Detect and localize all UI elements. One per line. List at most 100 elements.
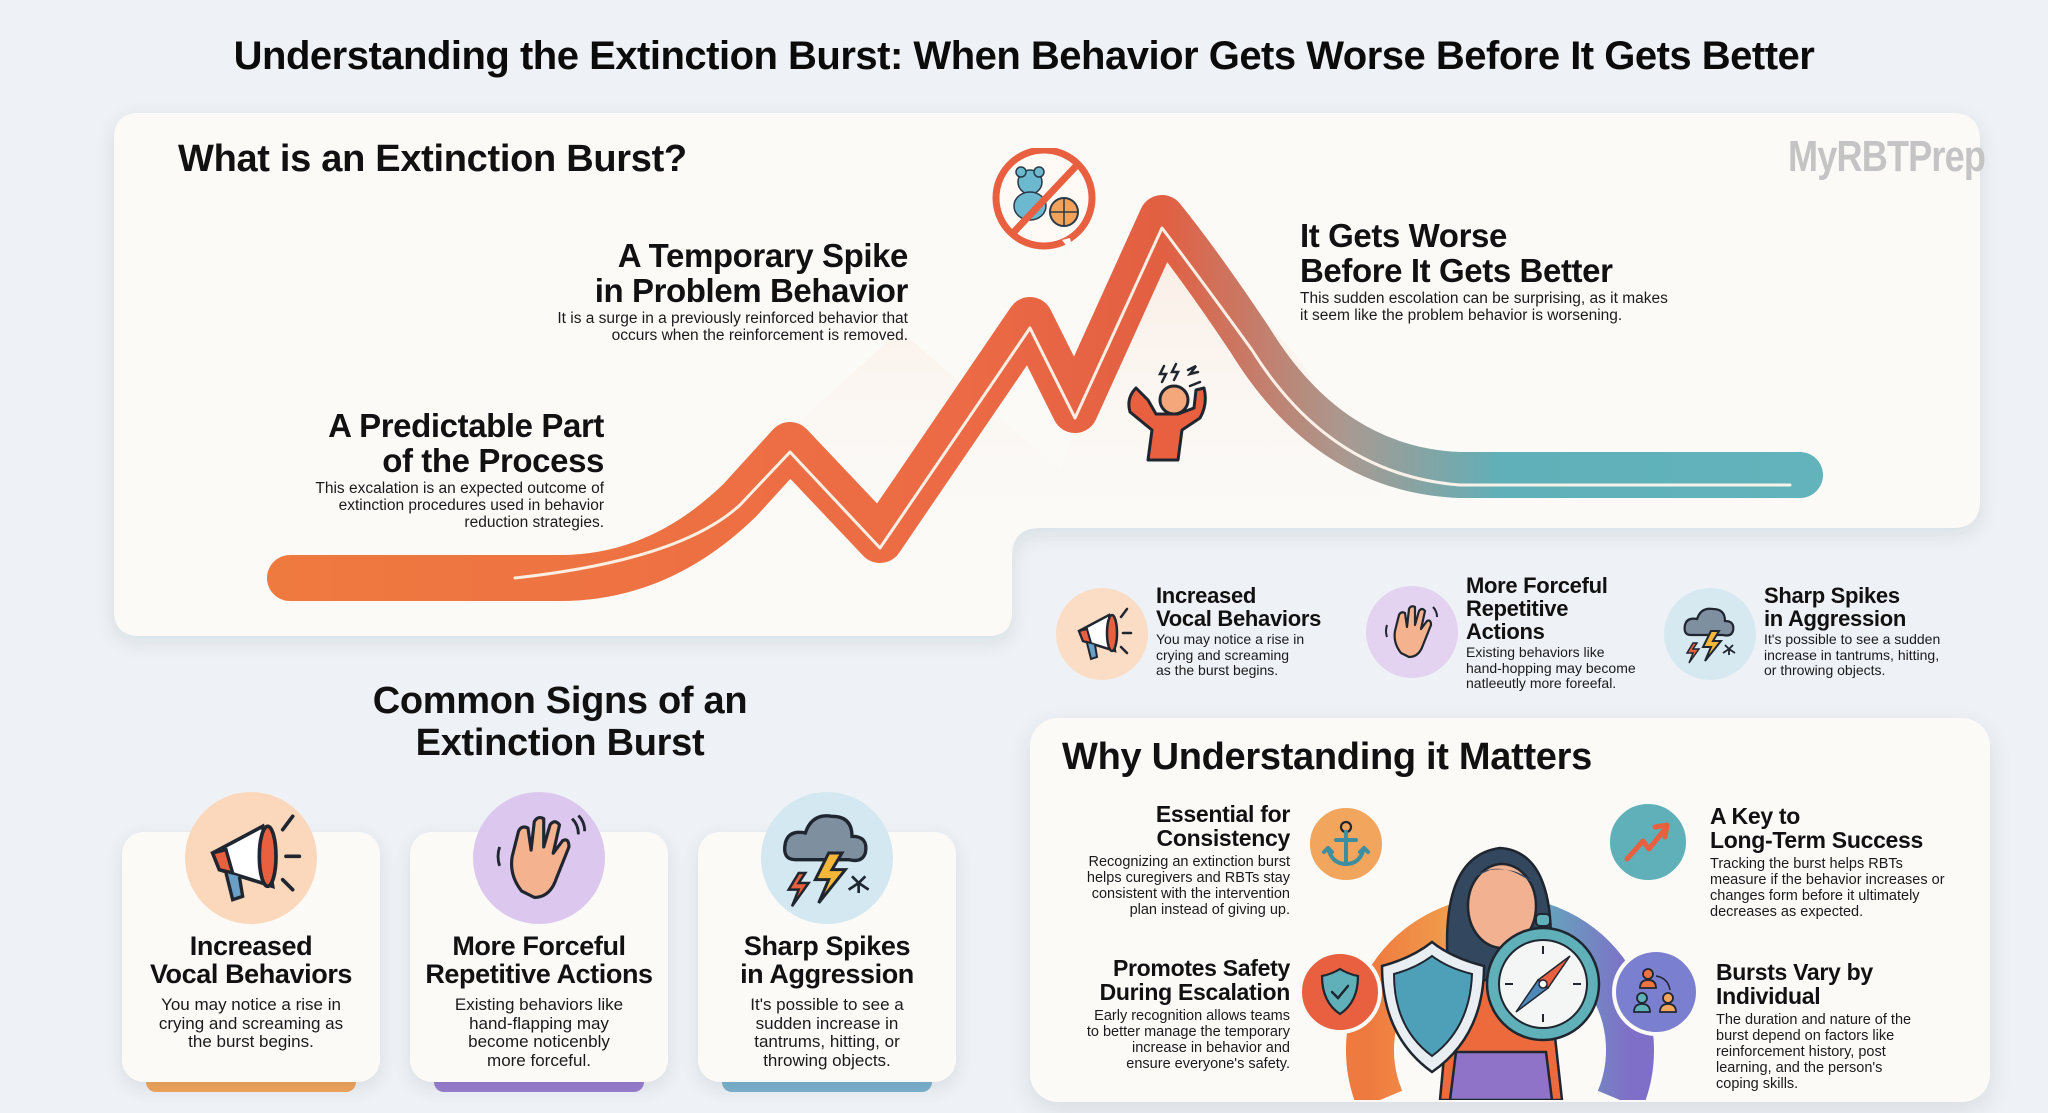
why-item-text: decreases as expected. — [1710, 904, 1864, 920]
point-title: A Temporary Spike — [617, 237, 909, 274]
common-signs-heading: Common Signs of an Extinction Burst — [300, 680, 820, 764]
sign-card-text-line: the burst begins. — [188, 1032, 314, 1051]
mini-sign-title: in Aggression — [1764, 606, 1906, 631]
why-item-title: Essential for — [1155, 801, 1290, 827]
burst-curve — [267, 195, 1823, 601]
mini-sign-title: More Forceful — [1466, 573, 1608, 598]
anchor-icon — [1306, 804, 1386, 884]
megaphone-icon — [1056, 588, 1148, 680]
sign-card-title: Increased Vocal Behaviors — [122, 932, 380, 988]
sign-card-text-line: You may notice a rise in — [161, 995, 341, 1014]
why-item-text: consistent with the intervention — [1091, 886, 1290, 902]
storm-cloud-icon — [761, 792, 893, 924]
no-toys-icon — [992, 148, 1096, 256]
why-item-text: burst depend on factors like — [1716, 1028, 1895, 1044]
why-item-text: reinforcement history, post — [1716, 1044, 1886, 1060]
waving-hand-icon — [1366, 586, 1458, 678]
mini-sign-vocal: Increased Vocal Behaviors You may notice… — [1156, 584, 1356, 679]
sign-card-text: You may notice a rise in crying and scre… — [122, 995, 380, 1052]
sign-card-text-line: crying and screaming as — [158, 1013, 344, 1033]
mini-sign-title: Repetitive — [1466, 596, 1569, 621]
sign-card-text-line: Existing behaviors like — [454, 995, 624, 1014]
page-title: Understanding the Extinction Burst: When… — [233, 34, 1815, 78]
mini-sign-title: Sharp Spikes — [1764, 583, 1900, 608]
mini-sign-title: Vocal Behaviors — [1156, 606, 1322, 631]
point-title: in Problem Behavior — [594, 272, 909, 309]
why-item-text: helps curegivers and RBTs stay — [1086, 870, 1290, 886]
point-text: This excalation is an expected outcome o… — [315, 480, 604, 497]
why-item-text: plan instead of giving up. — [1129, 902, 1290, 918]
why-item-text: measure if the behavior increases or — [1710, 872, 1945, 888]
mini-sign-text: You may notice a rise in — [1156, 631, 1305, 647]
point-text: It is a surge in a previously reinforced… — [557, 310, 908, 327]
why-item-individual: Bursts Vary by Individual The duration a… — [1716, 960, 1976, 1092]
mini-sign-forceful: More Forceful Repetitive Actions Existin… — [1466, 574, 1676, 692]
why-item-text: changes form before it ultimately — [1710, 888, 1920, 904]
why-item-text: learning, and the person's — [1716, 1060, 1883, 1076]
why-item-long-term: A Key to Long-Term Success Tracking the … — [1710, 804, 1980, 920]
mini-sign-title: Increased — [1156, 583, 1257, 608]
mini-sign-text: Existing behaviors like — [1466, 644, 1605, 660]
what-is-heading: What is an Extinction Burst? — [178, 138, 687, 180]
why-item-title: A Key to — [1710, 803, 1801, 829]
sign-card-text-line: tantrums, hitting, or — [754, 1032, 900, 1051]
top-card — [114, 113, 1980, 636]
mini-sign-title: Actions — [1466, 619, 1545, 644]
trend-arrow-icon — [1606, 800, 1690, 884]
point-worse-before-better: It Gets Worse Before It Gets Better This… — [1300, 218, 1780, 324]
point-title: A Predictable Part — [328, 407, 604, 444]
card-accent-bar — [434, 1080, 644, 1092]
watermark-logo: MyRBTPrep — [1788, 132, 1986, 181]
sign-card-text-line: more forceful. — [487, 1050, 591, 1070]
why-item-title: Consistency — [1156, 825, 1291, 851]
why-item-text: coping skills. — [1716, 1076, 1799, 1092]
why-matters-heading: Why Understanding it Matters — [1062, 736, 1592, 778]
why-item-consistency: Essential for Consistency Recognizing an… — [1050, 802, 1290, 918]
mini-sign-aggression: Sharp Spikes in Aggression It's possible… — [1764, 584, 1994, 679]
point-temporary-spike: A Temporary Spike in Problem Behavior It… — [470, 238, 908, 344]
point-text: reduction strategies. — [464, 514, 604, 531]
why-item-title: During Escalation — [1099, 979, 1291, 1005]
mini-sign-text: It's possible to see a sudden — [1764, 631, 1941, 647]
mini-sign-text: or throwing objects. — [1764, 662, 1886, 678]
card-accent-bar — [722, 1080, 932, 1092]
point-predictable: A Predictable Part of the Process This e… — [220, 408, 604, 531]
sign-card-title-line: Vocal Behaviors — [149, 959, 353, 989]
why-item-text: Recognizing an extinction burst — [1088, 854, 1290, 870]
sign-card-title: More Forceful Repetitive Actions — [410, 932, 668, 988]
why-item-title: Individual — [1716, 983, 1821, 1009]
mini-sign-text: hand-hopping may become — [1466, 659, 1636, 676]
mini-sign-text: natleeutly more foreefal. — [1466, 675, 1617, 691]
mini-sign-text: as the burst begins. — [1156, 662, 1279, 678]
why-item-safety: Promotes Safety During Escalation Early … — [1040, 956, 1290, 1072]
why-item-text: Tracking the burst helps RBTs — [1710, 856, 1903, 872]
sign-card-title-line: Increased — [189, 931, 313, 961]
point-title: It Gets Worse — [1300, 217, 1507, 254]
shield-check-icon — [1298, 950, 1382, 1034]
common-signs-heading-line: Common Signs of an — [372, 680, 748, 722]
frustrated-person-icon — [1127, 362, 1207, 462]
sign-card-title-line: More Forceful — [452, 931, 626, 961]
point-title: of the Process — [382, 442, 604, 479]
mini-sign-text: increase in tantrums, hitting, — [1764, 646, 1940, 663]
sign-card-title: Sharp Spikes in Aggression — [698, 932, 956, 988]
why-item-text: Early recognition allows teams — [1094, 1008, 1290, 1024]
megaphone-icon — [185, 792, 317, 924]
why-item-text: The duration and nature of the — [1716, 1012, 1912, 1028]
why-item-title: Promotes Safety — [1112, 955, 1290, 981]
point-text: extinction procedures used in behavior — [338, 497, 604, 514]
why-item-title: Long-Term Success — [1710, 827, 1924, 853]
mini-signs-row: Increased Vocal Behaviors You may notice… — [1052, 574, 1994, 702]
sign-card-text-line: throwing objects. — [763, 1050, 891, 1070]
point-text: occurs when the reinforcement is removed… — [611, 327, 908, 344]
sign-card-text: Existing behaviors like hand-flapping ma… — [410, 995, 668, 1070]
sign-card-text-line: become noticenbly — [468, 1032, 610, 1051]
why-item-text: to better manage the temporary — [1086, 1024, 1290, 1040]
storm-cloud-icon — [1664, 588, 1756, 680]
sign-card-text-line: sudden increase in — [755, 1013, 899, 1033]
sign-card-text: It's possible to see a sudden increase i… — [698, 995, 956, 1070]
point-text: it seem like the problem behavior is wor… — [1300, 307, 1623, 324]
waving-hand-icon — [473, 792, 605, 924]
sign-card-text-line: It's possible to see a — [750, 995, 904, 1014]
point-title: Before It Gets Better — [1300, 252, 1613, 289]
